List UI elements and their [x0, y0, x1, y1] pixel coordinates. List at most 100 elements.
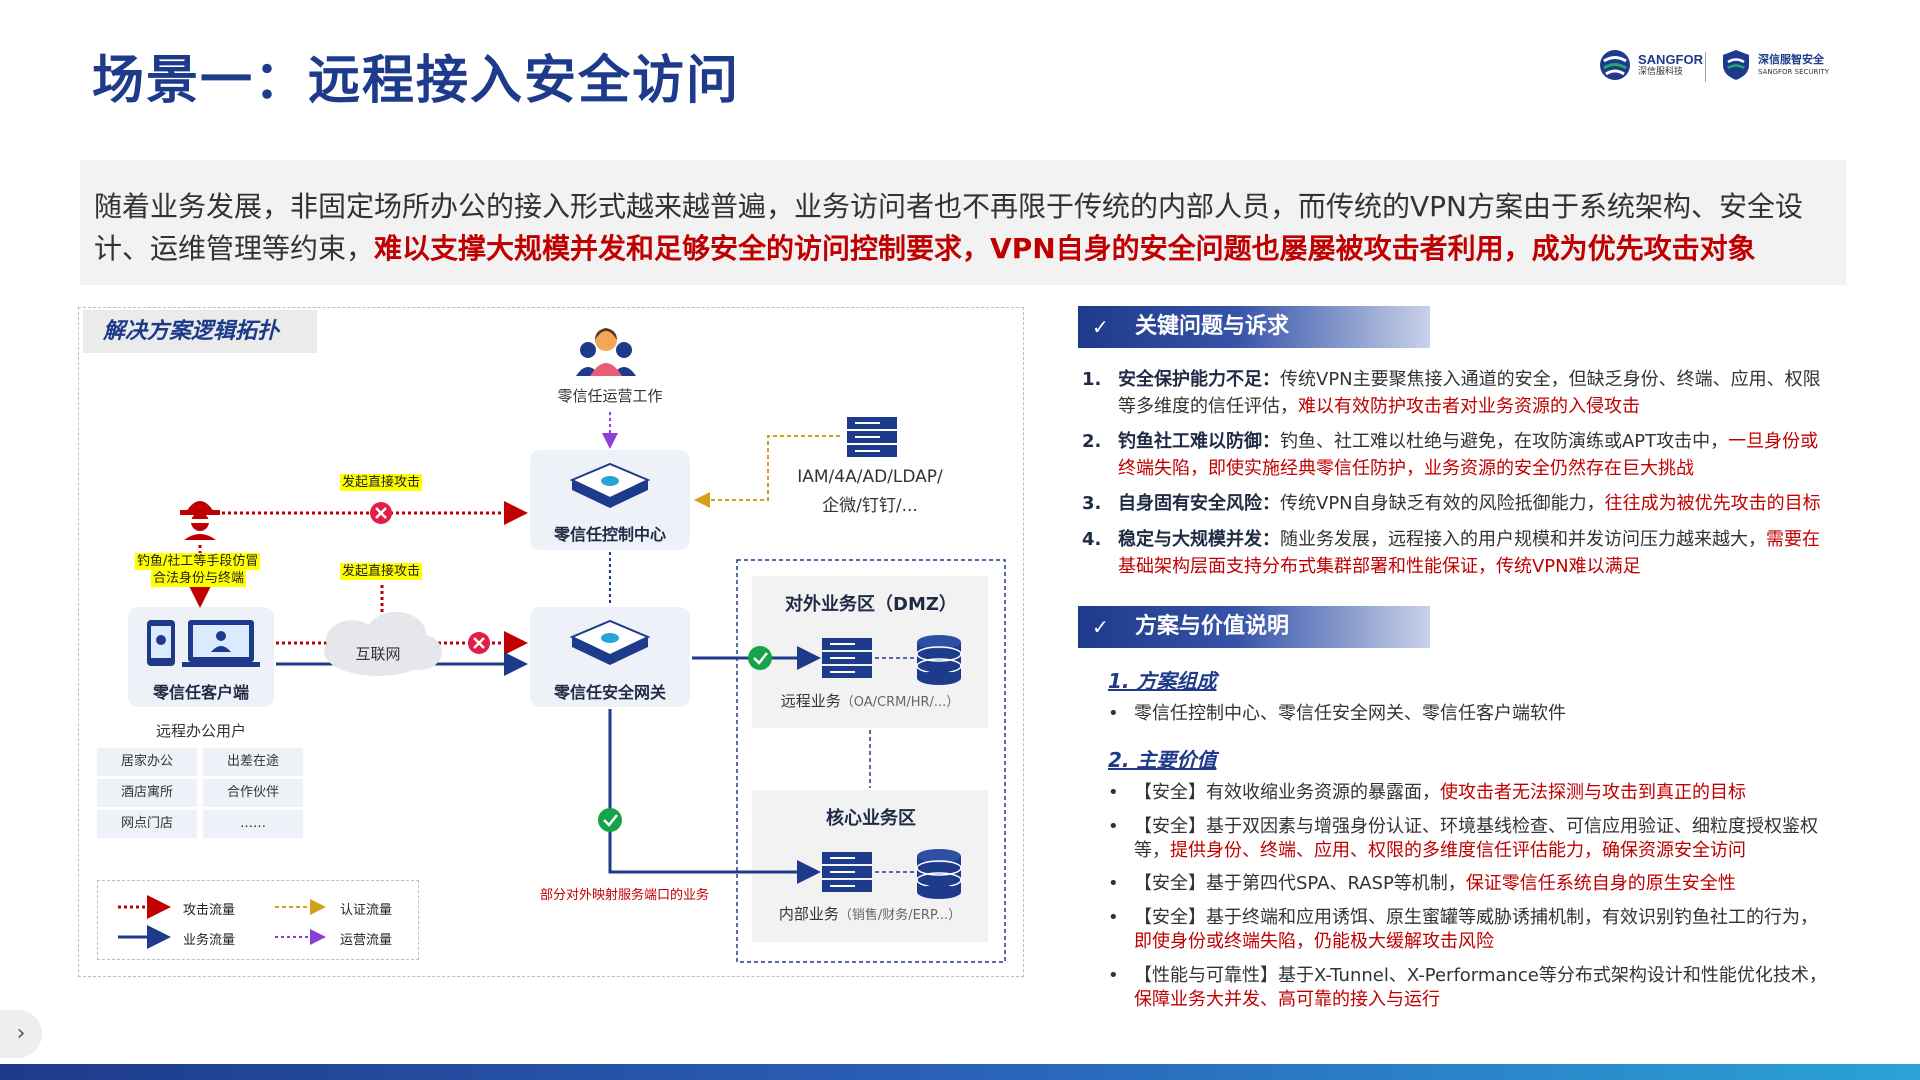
sangfor-logo-icon — [1600, 50, 1630, 80]
iam-label-line1: IAM/4A/AD/LDAP/ — [797, 467, 943, 487]
intro-highlight-text: 难以支撑大规模并发和足够安全的访问控制要求，VPN自身的安全问题也屡屡被攻击者利… — [374, 232, 1756, 265]
value-highlight: 使攻击者无法探测与攻击到真正的目标 — [1440, 782, 1746, 803]
value-highlight: 即使身份或终端失陷，仍能极大缓解攻击风险 — [1134, 931, 1494, 952]
control-center-label: 零信任控制中心 — [553, 525, 666, 544]
legend-business-label: 业务流量 — [183, 933, 236, 948]
iam-server-icon — [847, 417, 897, 457]
user-type-cell: 合作伙伴 — [203, 779, 303, 807]
issue-title: 自身固有安全风险： — [1118, 493, 1280, 514]
value-text: 【性能与可靠性】基于X-Tunnel、X-Performance等分布式架构设计… — [1134, 965, 1827, 986]
value-title: 2. 主要价值 — [1108, 748, 1217, 772]
sangfor-logo-sub: 深信服科技 — [1638, 66, 1684, 77]
business-flow-core-line — [608, 709, 821, 884]
value-highlight: 保障业务大并发、高可靠的接入与运行 — [1134, 989, 1440, 1010]
auth-flow-line — [694, 435, 840, 508]
sangfor-security-logo: 深信服智安全 SANGFOR SECURITY — [1720, 48, 1829, 82]
user-type-cell: 出差在途 — [203, 748, 303, 776]
issue-text: 钓鱼、社工难以杜绝与避免，在攻防演练或APT攻击中， — [1280, 431, 1729, 452]
mapped-service-note: 部分对外映射服务端口的业务 — [540, 888, 710, 903]
intro-normal-text: 随着业务发展，非固定场所办公的接入形式越来越普遍，业务访问者也不再限于传统的内部… — [94, 190, 1803, 265]
blocked-icon — [370, 502, 392, 524]
user-type-cell: …… — [203, 810, 303, 838]
composition-title: 1. 方案组成 — [1108, 669, 1217, 693]
security-logo-name: 深信服智安全 — [1758, 53, 1824, 66]
core-service-name: 内部业务 — [778, 905, 839, 923]
issue-number: 1. — [1082, 369, 1102, 390]
internal-network-boundary — [736, 559, 1006, 963]
bullet-dot: • — [1108, 782, 1119, 803]
key-issues-header: ✓ 关键问题与诉求 — [1078, 306, 1430, 348]
value-text: 【安全】基于双因素与增强身份认证、环境基线检查、可信应用验证、细粒度授权鉴权等， — [1134, 816, 1818, 861]
attack-tag-gateway: 发起直接攻击 — [340, 563, 423, 580]
allowed-check-icon — [748, 646, 772, 670]
core-title: 核心业务区 — [826, 808, 916, 829]
core-service-detail: （销售/财务/ERP...） — [838, 908, 962, 923]
legend-ops-label: 运营流量 — [340, 933, 393, 948]
bullet-dot: • — [1108, 816, 1119, 837]
ops-label: 零信任运营工作 — [557, 387, 663, 405]
user-type-cell: 酒店寓所 — [97, 779, 197, 807]
user-type-cell: 居家办公 — [97, 748, 197, 776]
issue-item: 3. 自身固有安全风险：传统VPN自身缺乏有效的风险抵御能力，往往成为被优先攻击… — [1082, 490, 1827, 517]
dmz-server-icon — [822, 638, 872, 678]
page-title: 场景一：远程接入安全访问 — [92, 51, 741, 111]
issue-text: 传统VPN主要聚焦接入通道的安全，但缺乏身份、终端、应用、权限等多维度的信任评估… — [1118, 369, 1821, 417]
phishing-tag-line2: 合法身份与终端 — [151, 570, 247, 587]
bullet-dot: • — [1108, 965, 1119, 986]
logo-divider — [1705, 52, 1706, 82]
value-item: • 【安全】基于双因素与增强身份认证、环境基线检查、可信应用验证、细粒度授权鉴权… — [1104, 815, 1829, 863]
value-item: • 【性能与可靠性】基于X-Tunnel、X-Performance等分布式架构… — [1104, 964, 1829, 1012]
issue-highlight: 往往成为被优先攻击的目标 — [1604, 493, 1821, 514]
security-logo-sub: SANGFOR SECURITY — [1758, 67, 1830, 76]
remote-users-label: 远程办公用户 — [155, 722, 246, 740]
issue-text: 随业务发展，远程接入的用户规模和并发访问压力越来越大， — [1280, 529, 1766, 550]
value-text: 【安全】基于第四代SPA、RASP等机制， — [1134, 873, 1466, 894]
user-type-cell: 网点门店 — [97, 810, 197, 838]
core-server-icon — [822, 852, 872, 892]
intro-text: 随着业务发展，非固定场所办公的接入形式越来越普遍，业务访问者也不再限于传统的内部… — [94, 186, 1834, 270]
solution-title: 方案与价值说明 — [1135, 614, 1290, 639]
issue-text: 传统VPN自身缺乏有效的风险抵御能力， — [1280, 493, 1605, 514]
core-database-icon — [916, 849, 962, 899]
solution-header: ✓ 方案与价值说明 — [1078, 606, 1430, 648]
composition-text: 零信任控制中心、零信任安全网关、零信任客户端软件 — [1134, 703, 1566, 724]
value-item: • 【安全】基于第四代SPA、RASP等机制，保证零信任系统自身的原生安全性 — [1104, 872, 1829, 896]
hacker-icon — [180, 501, 220, 540]
client-label: 零信任客户端 — [152, 683, 249, 702]
chevron-right-icon: › — [16, 1021, 26, 1046]
legend-attack-label: 攻击流量 — [183, 903, 236, 918]
core-service-label: 内部业务（销售/财务/ERP...） — [752, 903, 988, 924]
dmz-title: 对外业务区（DMZ） — [785, 594, 957, 615]
value-highlight: 提供身份、终端、应用、权限的多维度信任评估能力，确保资源安全访问 — [1170, 840, 1746, 861]
dmz-service-label: 远程业务（OA/CRM/HR/...） — [752, 690, 988, 711]
issue-title: 钓鱼社工难以防御： — [1118, 431, 1280, 452]
composition-item: • 零信任控制中心、零信任安全网关、零信任客户端软件 — [1104, 702, 1829, 726]
footer-bar — [0, 1064, 1920, 1080]
dmz-service-name: 远程业务 — [780, 692, 841, 710]
gateway-device-icon — [569, 619, 651, 665]
dmz-service-detail: （OA/CRM/HR/...） — [840, 695, 960, 710]
next-slide-button[interactable]: › — [0, 1010, 42, 1058]
value-item: • 【安全】基于终端和应用诱饵、原生蜜罐等威胁诱捕机制，有效识别钓鱼社工的行为，… — [1104, 906, 1829, 954]
laptop-icon — [182, 620, 260, 667]
iam-label-line2: 企微/钉钉/... — [822, 496, 918, 516]
mobile-device-icon — [147, 620, 175, 666]
legend — [97, 880, 419, 960]
sangfor-logo: SANGFOR 深信服科技 — [1598, 48, 1703, 82]
value-text: 【安全】基于终端和应用诱饵、原生蜜罐等威胁诱捕机制，有效识别钓鱼社工的行为， — [1134, 907, 1818, 928]
key-issues-title: 关键问题与诉求 — [1135, 314, 1290, 339]
phishing-tag-line1: 钓鱼/社工等手段仿冒 — [135, 553, 261, 570]
attack-tag-control: 发起直接攻击 — [340, 474, 423, 491]
issue-item: 1. 安全保护能力不足：传统VPN主要聚焦接入通道的安全，但缺乏身份、终端、应用… — [1082, 366, 1827, 420]
bullet-dot: • — [1108, 873, 1119, 894]
issue-number: 4. — [1082, 529, 1102, 550]
sangfor-logo-name: SANGFOR — [1638, 51, 1703, 67]
diagram-panel — [78, 307, 1024, 977]
value-item: • 【安全】有效收缩业务资源的暴露面，使攻击者无法探测与攻击到真正的目标 — [1104, 781, 1829, 805]
check-icon: ✓ — [1092, 615, 1109, 639]
topology-diagram — [118, 328, 1006, 963]
issue-number: 3. — [1082, 493, 1102, 514]
issue-highlight: 需要在基础架构层面支持分布式集群部署和性能保证，传统VPN难以满足 — [1118, 529, 1820, 577]
issue-highlight: 一旦身份或终端失陷，即使实施经典零信任防护，业务资源的安全仍然存在巨大挑战 — [1118, 431, 1819, 479]
internet-label: 互联网 — [355, 645, 401, 663]
